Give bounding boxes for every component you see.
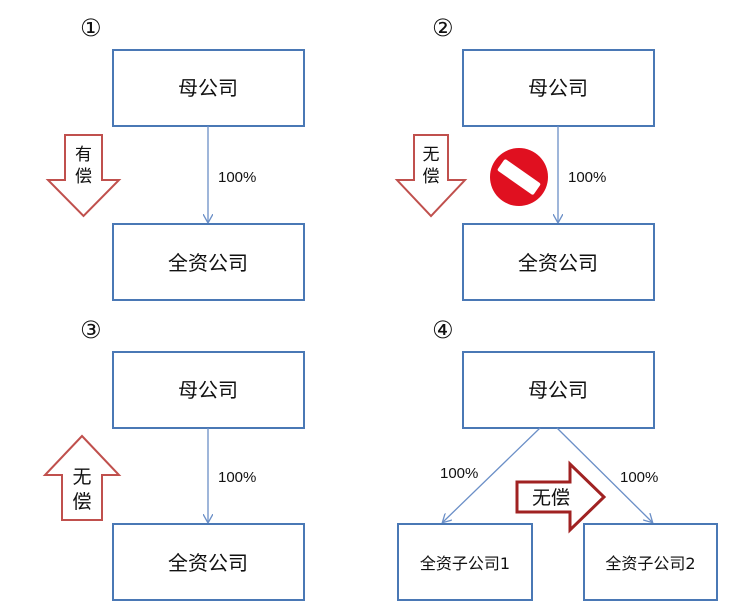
panel-3-child-box <box>112 523 305 601</box>
prohibited-icon <box>490 148 548 206</box>
panel-2-down-arrow <box>394 134 468 218</box>
panel-4-arrow-label: 无偿 <box>532 487 570 509</box>
panel-2-number: ② <box>432 14 454 42</box>
panel-4-parent-box <box>462 351 655 429</box>
panel-2-child-label: 全资公司 <box>518 251 598 275</box>
panel-2-parent-label: 母公司 <box>528 76 588 100</box>
panel-1-arrow-label-2: 偿 <box>75 167 92 187</box>
panel-4-right-arrow <box>515 460 607 534</box>
panel-4-child-1-label: 全资子公司1 <box>420 554 510 573</box>
panel-3-percent: 100% <box>218 469 256 486</box>
panel-1-down-arrow <box>45 134 122 218</box>
panel-2: ② 母公司 100% 全资公司 无 偿 <box>394 14 655 301</box>
panel-4-number: ④ <box>432 316 454 344</box>
panel-4: ④ 母公司 100% 100% 全资子公司1 全资子公司2 无偿 <box>397 316 718 601</box>
panel-1-child-label: 全资公司 <box>168 251 248 275</box>
panel-3-arrow-label-1: 无 <box>72 466 91 488</box>
panel-3-parent-label: 母公司 <box>178 378 238 402</box>
panel-2-arrow-label-2: 偿 <box>423 167 440 187</box>
panel-3-number: ③ <box>80 316 102 344</box>
panel-2-child-box <box>462 223 655 301</box>
panel-1-number: ① <box>80 14 102 42</box>
panel-4-child-1-box <box>397 523 533 601</box>
panel-3-arrow-label-2: 偿 <box>72 491 91 513</box>
panel-1-parent-label: 母公司 <box>178 76 238 100</box>
panel-3: ③ 母公司 100% 全资公司 无 偿 <box>42 316 305 601</box>
panel-4-percent-right: 100% <box>620 469 658 486</box>
panel-4-child-2-label: 全资子公司2 <box>605 554 695 573</box>
panel-4-connector-left <box>443 427 541 522</box>
panel-4-child-2-box <box>583 523 718 601</box>
panel-2-percent: 100% <box>568 169 606 186</box>
panel-3-child-label: 全资公司 <box>168 551 248 575</box>
panel-1-percent: 100% <box>218 169 256 186</box>
panel-1: ① 母公司 100% 全资公司 有 偿 <box>45 14 305 301</box>
panel-4-parent-label: 母公司 <box>528 378 588 402</box>
panel-4-connector-right <box>556 427 652 522</box>
panel-2-arrow-label-1: 无 <box>423 145 440 165</box>
panel-1-child-box <box>112 223 305 301</box>
panel-3-up-arrow <box>42 434 122 521</box>
panel-4-percent-left: 100% <box>440 465 478 482</box>
panel-1-arrow-label-1: 有 <box>75 145 92 165</box>
